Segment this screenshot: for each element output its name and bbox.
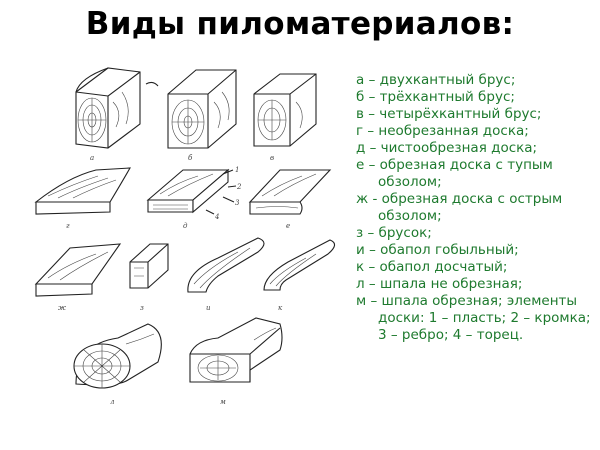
legend-item-l: л – шпала не обрезная; <box>356 276 523 292</box>
legend-item-v: в – четырёхкантный брус; <box>356 106 542 122</box>
label-b: б <box>188 154 193 162</box>
lumber-d-clean-edged-board: 1 2 3 4 д <box>146 166 242 230</box>
lumber-z-bar: з <box>129 243 169 312</box>
lumber-e-board-blunt-wane: е <box>248 169 332 230</box>
label-m: м <box>220 398 226 406</box>
legend-list: а – двухкантный брус; б – трёхкантный бр… <box>356 72 596 344</box>
label-i: и <box>206 304 211 312</box>
lumber-m-edged-sleeper: м <box>189 317 283 406</box>
lumber-l-unedged-sleeper: л <box>73 323 162 406</box>
legend-item-m: м – шпала обрезная; элементы доски: 1 – … <box>356 293 591 343</box>
label-zh: ж <box>58 304 66 312</box>
label-g: г <box>66 222 70 230</box>
label-n1: 1 <box>235 166 239 174</box>
lumber-k-slab-board: к <box>263 239 336 312</box>
legend-item-i: и – обапол гобыльный; <box>356 242 519 258</box>
legend-item-z: з – брусок; <box>356 225 432 241</box>
legend-item-d: д – чистообрезная доска; <box>356 140 538 156</box>
lumber-illustration: а б в г 1 2 3 4 <box>18 62 348 432</box>
legend-item-g: г – необрезанная доска; <box>356 123 529 139</box>
label-k: к <box>278 304 283 312</box>
label-n3: 3 <box>235 199 240 207</box>
legend-item-e: е – обрезная доска с тупым обзолом; <box>356 157 553 190</box>
label-n2: 2 <box>236 183 242 191</box>
legend-item-b: б – трёхкантный брус; <box>356 89 515 105</box>
label-n4: 4 <box>214 213 219 221</box>
legend-item-k: к – обапол досчатый; <box>356 259 508 275</box>
legend-item-a: а – двухкантный брус; <box>356 72 516 88</box>
lumber-b-three-edged-beam: б <box>167 69 237 162</box>
lumber-g-unedged-board: г <box>34 167 131 230</box>
label-v: в <box>270 154 274 162</box>
label-z: з <box>140 304 144 312</box>
lumber-a-two-edged-beam: а <box>75 67 159 162</box>
label-l: л <box>110 398 114 406</box>
label-d: д <box>183 222 188 230</box>
legend-item-zh: ж - обрезная доска с острым обзолом; <box>356 191 563 224</box>
page-title: Виды пиломатериалов: <box>85 6 515 42</box>
lumber-i-slab-rounded: и <box>187 237 265 312</box>
lumber-v-four-edged-beam: в <box>253 73 317 162</box>
label-e: е <box>286 222 290 230</box>
lumber-zh-board-sharp-wane: ж <box>34 243 122 312</box>
label-a: а <box>90 154 94 162</box>
